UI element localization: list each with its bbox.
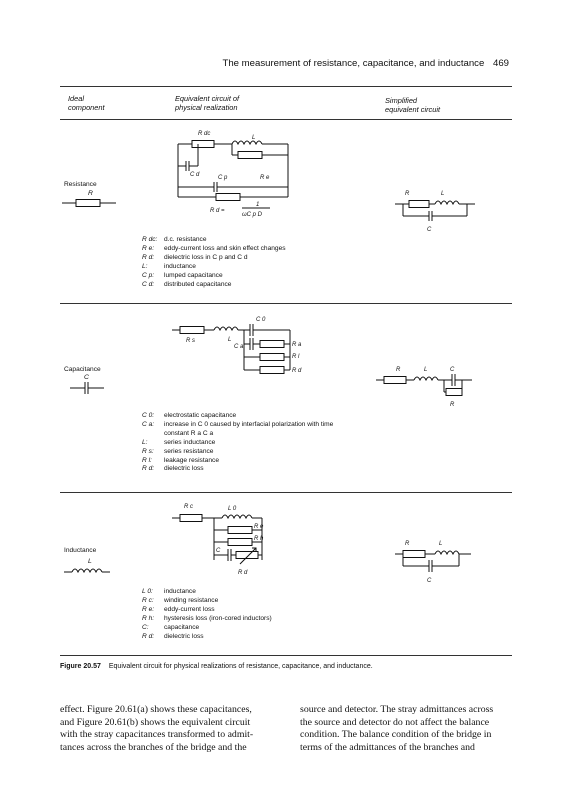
label-rd-denominator: ωC p D [242, 212, 263, 218]
row-label-inductance: Inductance [64, 547, 97, 554]
ideal-resistor-symbol [62, 199, 116, 207]
legend-item: C 0:electrostatic capacitance [142, 412, 237, 419]
resistance-legend: R dc:d.c. resistance R e:eddy-current lo… [142, 236, 286, 289]
label-rc: R c [184, 504, 193, 510]
capacitance-equivalent-circuit: C 0 R s L C a R a R l R d [172, 317, 302, 374]
label-l-cap: L [228, 337, 231, 343]
table-bottom-rule [60, 655, 512, 656]
legend-item: L:inductance [142, 262, 196, 270]
legend-item: C p:lumped capacitance [142, 271, 223, 279]
simp-ind-label-l: L [439, 541, 442, 547]
legend-item: C:capacitance [142, 623, 200, 631]
simp-label-l: L [441, 191, 444, 197]
inductance-equivalent-circuit: R c L 0 R e R h C R d [172, 504, 264, 576]
label-rd-numerator: 1 [256, 202, 259, 208]
label-rl: R l [292, 354, 300, 360]
figure-label: Figure 20.57 [60, 663, 101, 670]
simp-ind-label-c: C [427, 578, 432, 584]
legend-item: C a:increase in C 0 caused by interfacia… [142, 420, 334, 428]
label-c0: C 0 [256, 317, 266, 323]
body-text-right-column: source and detector. The stray admittanc… [300, 704, 494, 753]
legend-item: R e:eddy-current loss and skin effect ch… [142, 244, 286, 252]
label-rdc: R dc [198, 131, 210, 137]
label-c-ind: C [216, 548, 221, 554]
row-divider-2 [60, 492, 512, 493]
running-head-title: The measurement of resistance, capacitan… [222, 58, 485, 69]
capacitance-simplified-circuit: R L C R [376, 367, 472, 408]
legend-item: L 0:inductance [142, 588, 196, 595]
legend-item: R c:winding resistance [142, 596, 219, 604]
label-rd-cap: R d [292, 368, 302, 374]
label-cd: C d [190, 172, 200, 178]
label-ra: R a [292, 342, 302, 348]
label-cp: C p [218, 175, 228, 181]
simp-ind-label-r: R [405, 541, 410, 547]
ideal-resistor-symbol-label: R [88, 190, 93, 197]
ideal-capacitor-symbol-label: C [84, 374, 89, 381]
table-header-rule [60, 119, 512, 120]
label-rd-eq: R d = [210, 208, 225, 214]
legend-item: C d:distributed capacitance [142, 280, 232, 288]
column-heading-ideal: Ideal component [68, 94, 105, 112]
row-divider-1 [60, 303, 512, 304]
legend-item: R d:dielectric loss [142, 465, 204, 473]
legend-item: R l:leakage resistance [142, 456, 219, 464]
simp-cap-label-l: L [424, 367, 427, 373]
label-re: R e [260, 175, 270, 181]
figure-caption: Figure 20.57 Equivalent circuit for physi… [60, 663, 373, 670]
simp-cap-label-r2: R [450, 402, 455, 408]
inductance-simplified-circuit: R L C [395, 541, 471, 584]
inductance-legend: L 0:inductance R c:winding resistance R … [142, 588, 272, 641]
table-top-rule [60, 86, 512, 87]
legend-item: L:series inductance [142, 438, 216, 446]
label-rh: R h [254, 536, 264, 542]
ideal-inductor-symbol [64, 568, 110, 574]
ideal-capacitor-symbol [70, 382, 104, 394]
ideal-inductor-symbol-label: L [88, 558, 92, 565]
column-heading-simplified: Simplified equivalent circuit [385, 96, 441, 114]
resistance-simplified-circuit: R L C [395, 191, 475, 233]
simp-label-c: C [427, 227, 432, 233]
legend-item: R h:hysteresis loss (iron-cored inductor… [142, 614, 272, 622]
legend-item: R d:dielectric loss [142, 632, 204, 640]
legend-item: constant R a C a [164, 429, 214, 437]
running-head: The measurement of resistance, capacitan… [222, 58, 509, 69]
legend-item: R s:series resistance [142, 447, 214, 455]
label-re-ind: R e [254, 524, 264, 530]
capacitance-legend: C 0:electrostatic capacitance C a:increa… [142, 412, 333, 474]
label-ca: C a [234, 344, 244, 350]
simp-label-r: R [405, 191, 410, 197]
label-rs: R s [186, 338, 195, 344]
simp-cap-label-r: R [396, 367, 401, 373]
column-heading-equivalent: Equivalent circuit of physical realizati… [175, 94, 240, 112]
label-l: L [252, 135, 255, 141]
resistance-equivalent-circuit: R dc L C d C p R e 1 R d = ωC p D [177, 131, 289, 218]
legend-item: R d:dielectric loss in C p and C d [142, 253, 248, 261]
body-text-left-column: effect. Figure 20.61(a) shows these capa… [60, 704, 254, 753]
simp-cap-label-c: C [450, 367, 455, 373]
row-label-capacitance: Capacitance [64, 366, 101, 373]
figure-caption-text: Equivalent circuit for physical realizat… [108, 663, 373, 670]
label-rd-ind: R d [238, 570, 248, 576]
label-l0: L 0 [228, 506, 237, 512]
page-number: 469 [492, 58, 509, 69]
legend-item: R e:eddy-current loss [142, 605, 215, 613]
row-label-resistance: Resistance [64, 181, 97, 188]
legend-item: R dc:d.c. resistance [142, 236, 207, 243]
